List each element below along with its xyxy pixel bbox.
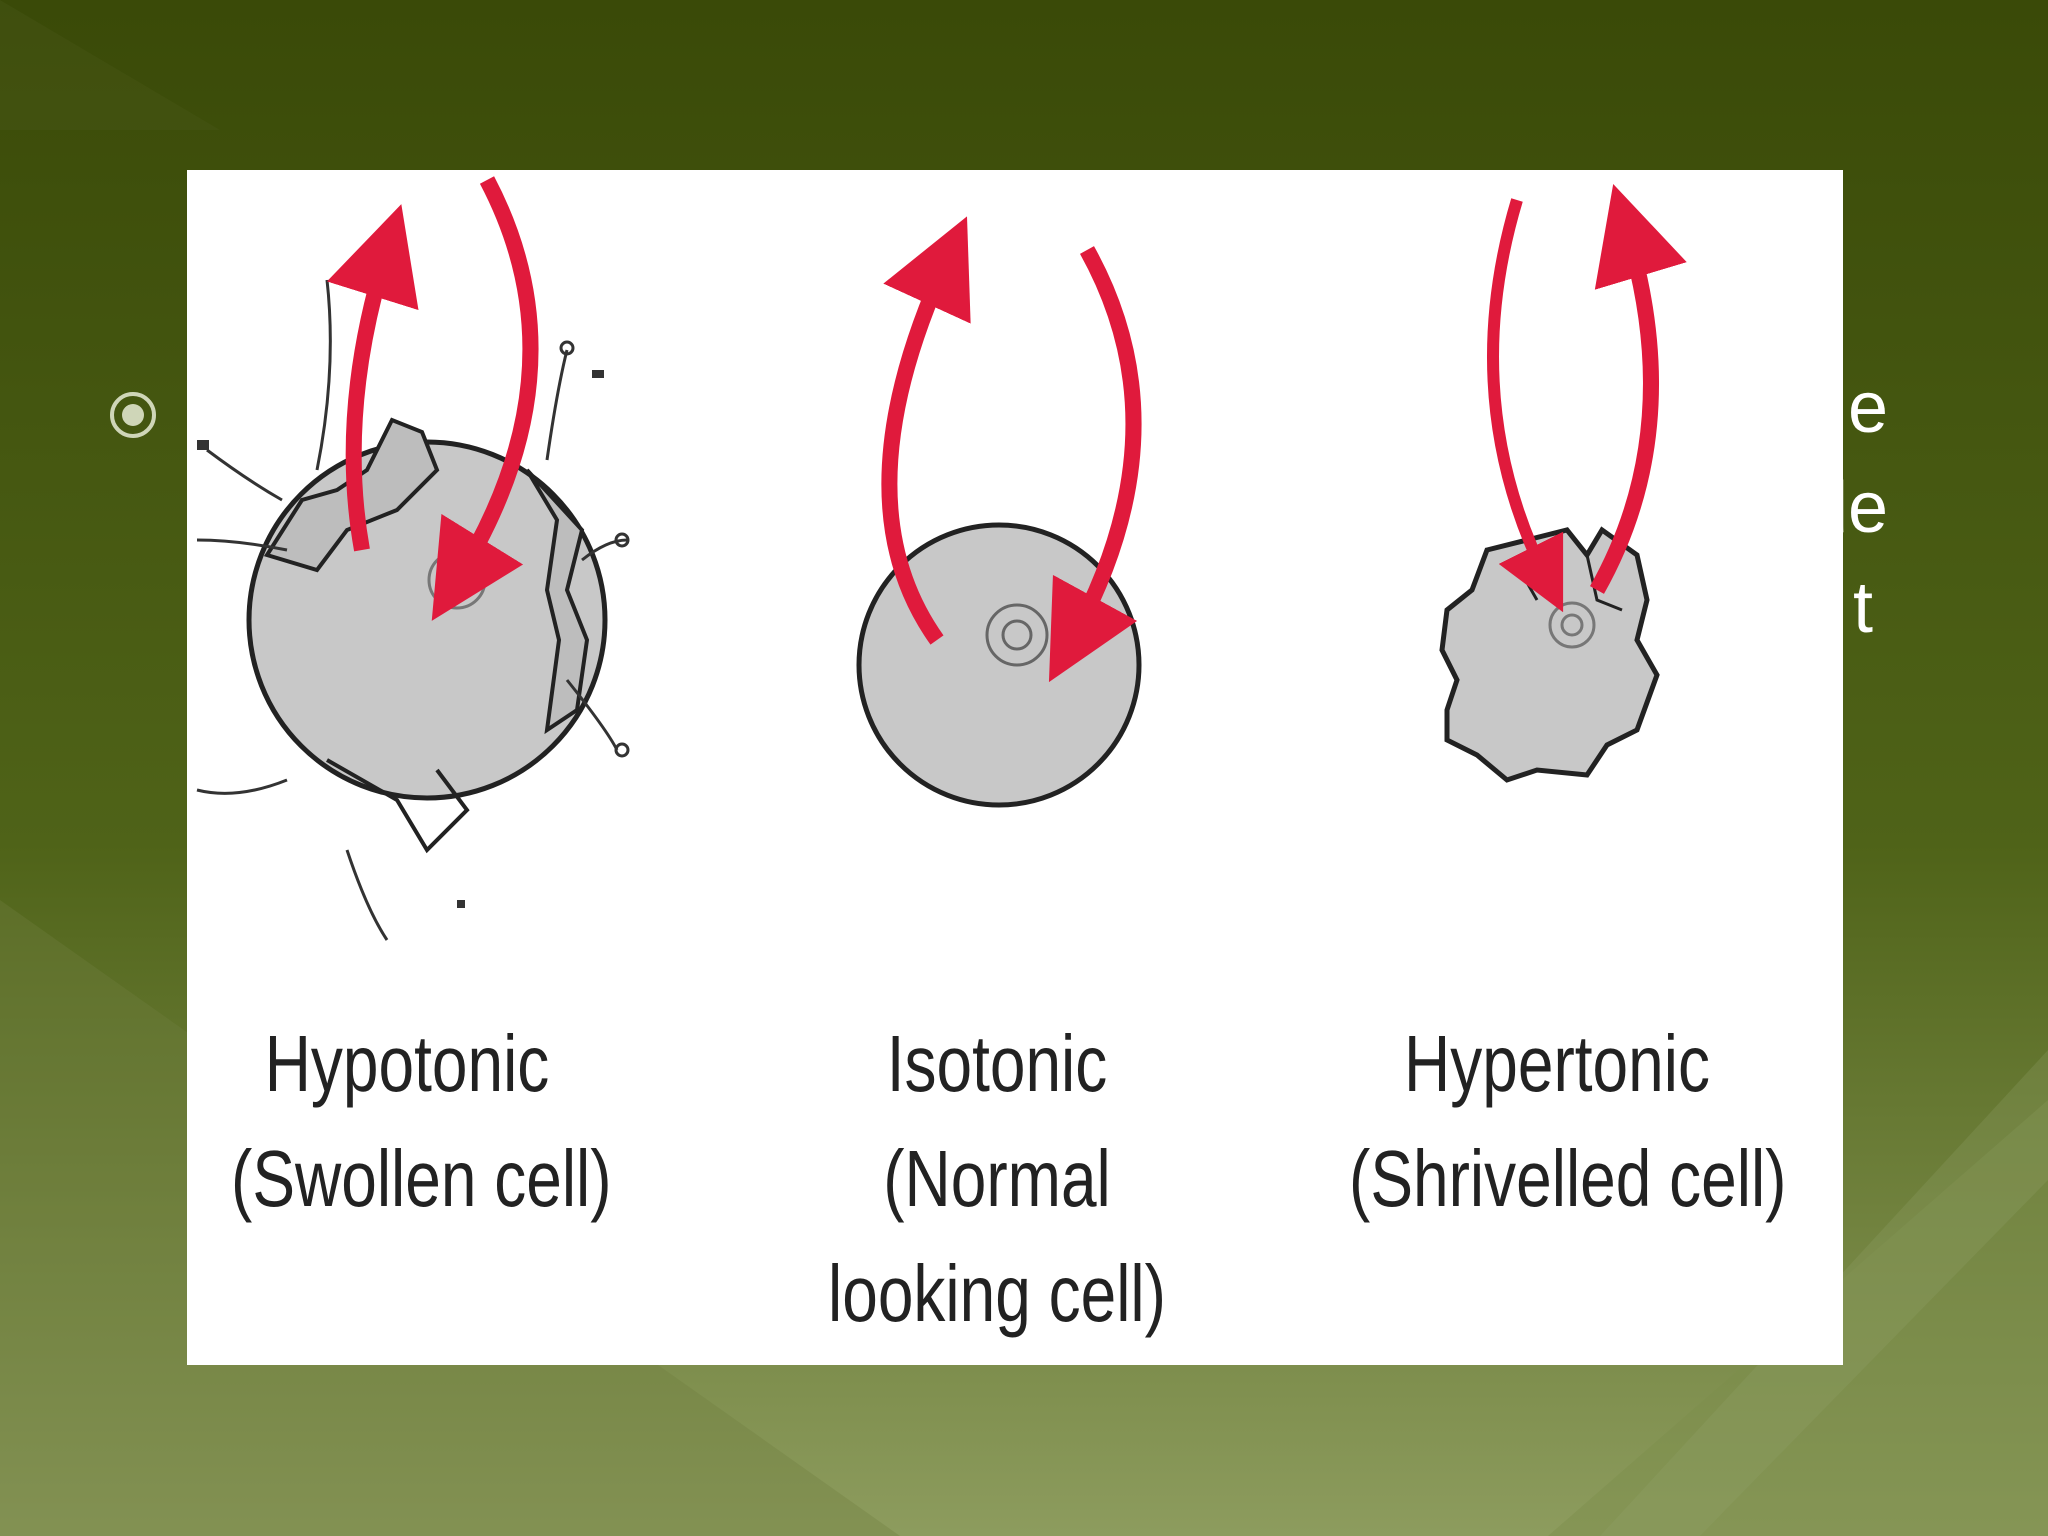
tonicity-figure: Hypotonic (Swollen cell) Isotonic (Norma… <box>187 170 1843 1365</box>
isotonic-cell <box>856 216 1142 808</box>
bullet-target-icon <box>110 392 156 438</box>
hypotonic-cell <box>196 176 630 941</box>
bullet-fragment-1: e <box>1848 368 1889 448</box>
hypertonic-caption: (Shrivelled cell) <box>1349 1134 1787 1223</box>
hypotonic-title: Hypotonic <box>264 1019 550 1108</box>
hypertonic-cell <box>1439 184 1687 783</box>
hypertonic-title: Hypertonic <box>1404 1019 1710 1108</box>
isotonic-caption-line-2: looking cell) <box>828 1249 1166 1338</box>
hypotonic-caption: (Swollen cell) <box>231 1134 612 1223</box>
cells-illustration <box>196 176 1687 941</box>
isotonic-caption-line-1: (Normal <box>883 1134 1111 1223</box>
isotonic-title: Isotonic <box>886 1019 1108 1108</box>
bullet-fragment-3: t <box>1853 568 1874 648</box>
